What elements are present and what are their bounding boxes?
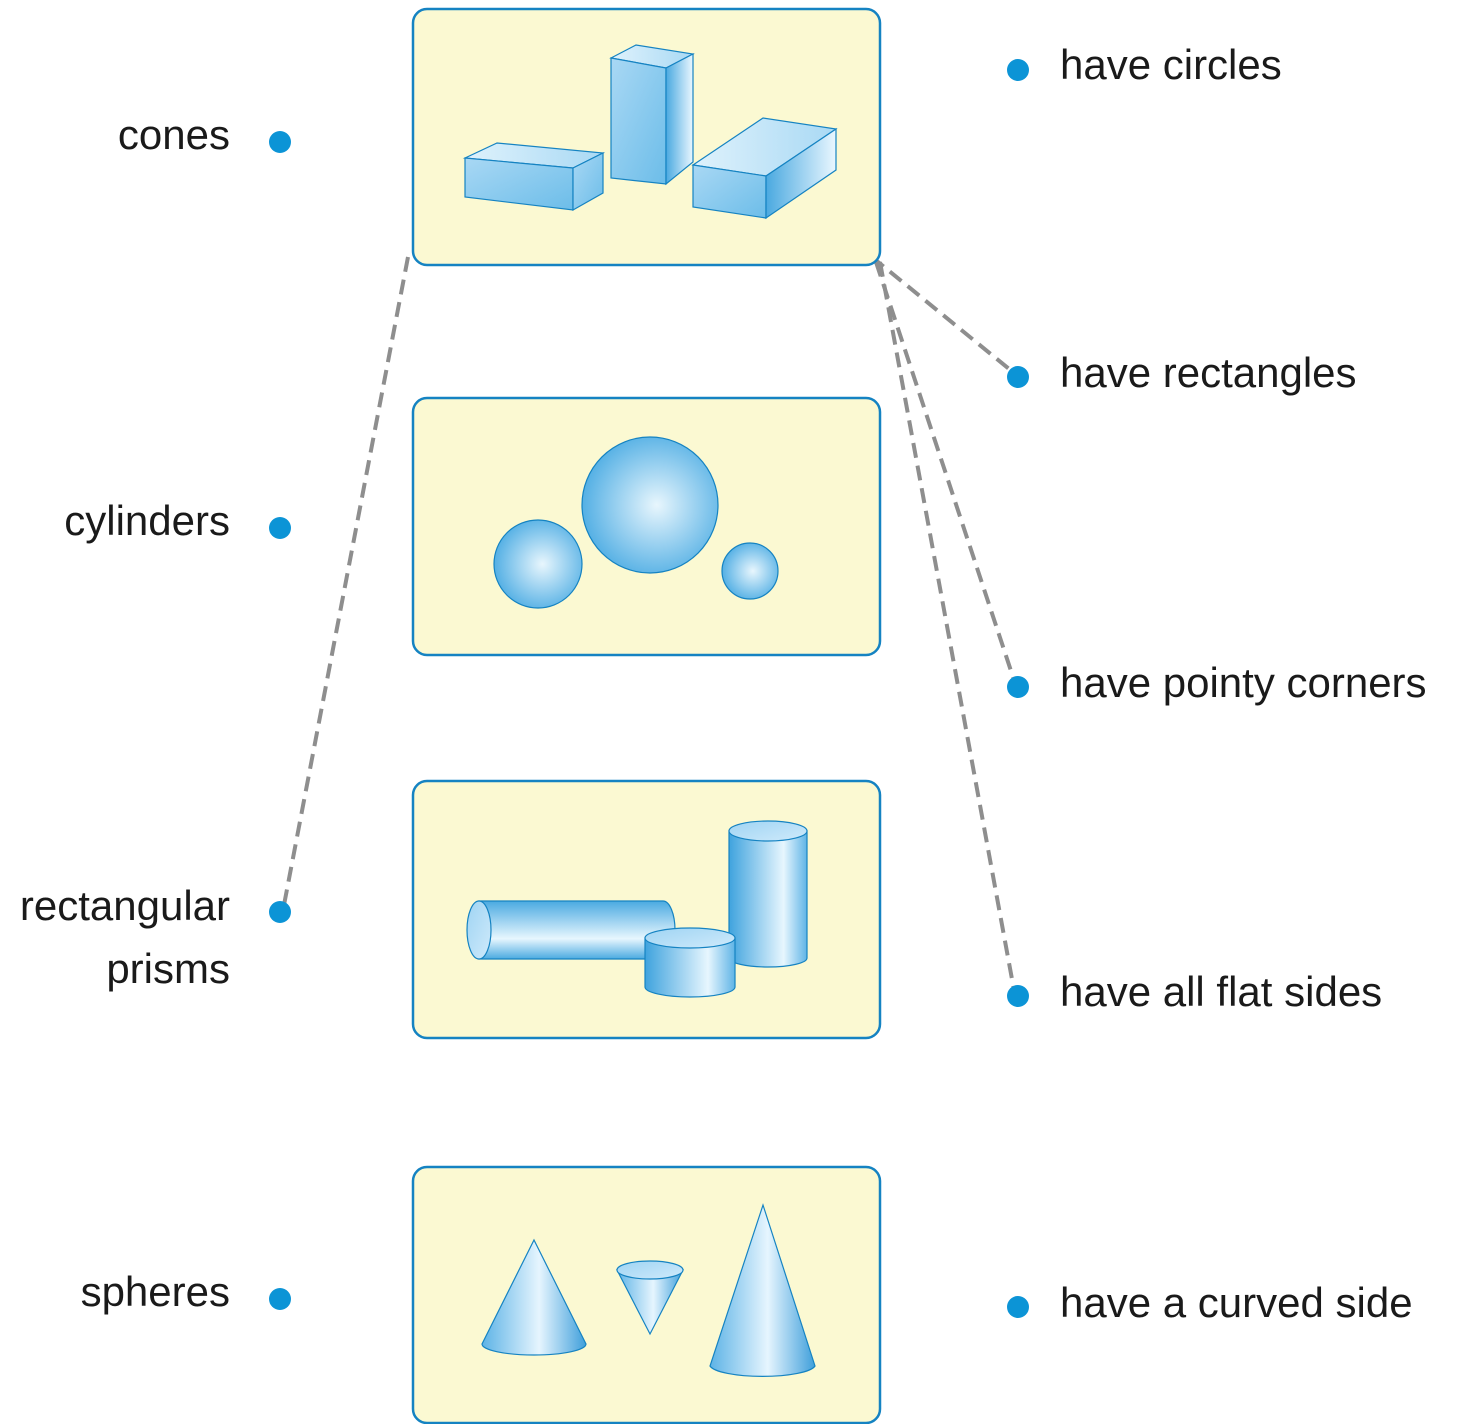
- left-dot-spheres[interactable]: [269, 1288, 291, 1310]
- card-rectangular-prisms[interactable]: [411, 7, 882, 267]
- connector-prism-to-rectangular-prisms: [282, 256, 410, 906]
- connector-prism-to-have-rectangles: [870, 255, 1016, 375]
- right-label-have-rectangles: have rectangles: [1060, 349, 1357, 396]
- left-label-cones: cones: [118, 111, 230, 158]
- sphere-shapes: [493, 436, 779, 609]
- right-label-have-a-curved-side: have a curved side: [1060, 1279, 1413, 1326]
- left-column: cones cylinders rectangular prisms spher…: [20, 111, 291, 1315]
- right-dot-have-a-curved-side[interactable]: [1007, 1296, 1029, 1318]
- left-dot-rectangular-prisms[interactable]: [269, 901, 291, 923]
- left-label-prisms: prisms: [106, 945, 230, 992]
- right-dot-have-pointy-corners[interactable]: [1007, 676, 1029, 698]
- cylinder-tall-cap: [728, 820, 808, 842]
- sphere-large: [581, 436, 719, 574]
- left-label-cylinders: cylinders: [64, 497, 230, 544]
- prism-right-side: [765, 127, 837, 220]
- connector-prism-to-have-all-flat-sides: [878, 261, 1016, 991]
- cylinder-shapes: [466, 820, 808, 998]
- left-dot-cylinders[interactable]: [269, 517, 291, 539]
- card-cones[interactable]: [411, 1165, 882, 1424]
- cone-left: [481, 1238, 587, 1356]
- right-label-have-all-flat-sides: have all flat sides: [1060, 968, 1382, 1015]
- right-dot-have-rectangles[interactable]: [1007, 366, 1029, 388]
- cone-shapes: [481, 1203, 816, 1377]
- right-label-have-pointy-corners: have pointy corners: [1060, 659, 1427, 706]
- right-dot-have-all-flat-sides[interactable]: [1007, 985, 1029, 1007]
- prism-tall-side: [665, 53, 694, 186]
- connector-lines: [282, 255, 1016, 991]
- connector-prism-to-have-pointy-corners: [874, 261, 1016, 681]
- cylinder-tall-body: [728, 830, 808, 968]
- cylinder-short-cap: [644, 927, 736, 949]
- cylinder-horizontal-cap: [466, 900, 492, 960]
- prism-shapes: [462, 44, 838, 220]
- prism-left-side: [572, 152, 604, 212]
- prism-tall-front: [610, 57, 667, 185]
- left-dot-cones[interactable]: [269, 131, 291, 153]
- right-label-have-circles: have circles: [1060, 41, 1282, 88]
- sphere-tiny-right: [721, 542, 779, 600]
- right-column: have circles have rectangles have pointy…: [1007, 41, 1427, 1326]
- left-label-spheres: spheres: [81, 1268, 230, 1315]
- card-spheres[interactable]: [411, 396, 882, 657]
- card-cylinders[interactable]: [411, 779, 882, 1040]
- cylinder-short-body: [644, 937, 736, 998]
- cone-inverted-top: [616, 1260, 684, 1280]
- right-dot-have-circles[interactable]: [1007, 59, 1029, 81]
- left-label-rectangular: rectangular: [20, 882, 230, 929]
- sphere-small-left: [493, 519, 583, 609]
- cone-tall-right: [709, 1203, 816, 1377]
